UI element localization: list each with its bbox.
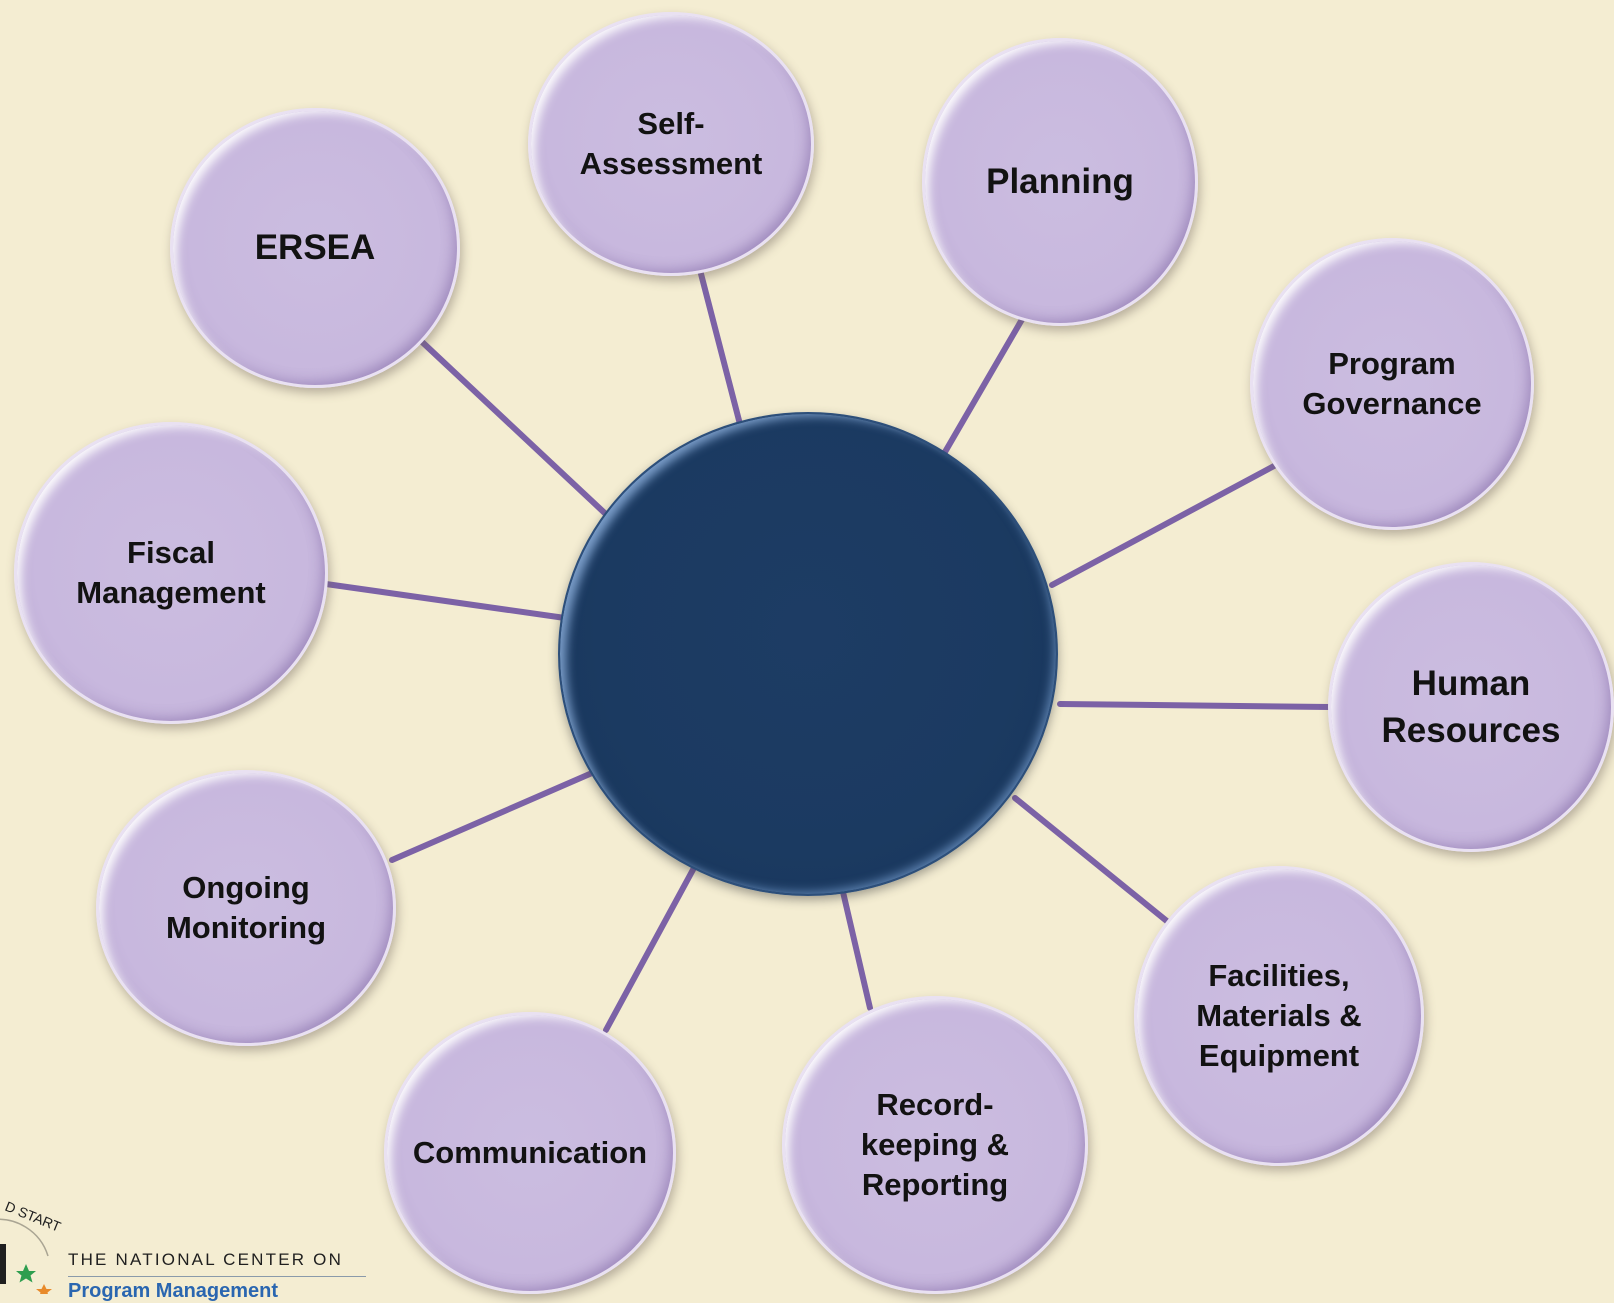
logo-line1: THE NATIONAL CENTER ON: [68, 1250, 344, 1269]
connector-communication: [603, 863, 698, 1033]
connector-facilities: [1012, 795, 1171, 925]
node-ersea: ERSEA: [170, 108, 460, 388]
node-ongoing-monitoring-label: Ongoing Monitoring: [165, 870, 327, 945]
node-ongoing-monitoring: Ongoing Monitoring: [96, 770, 396, 1046]
node-recordkeeping-reporting: Record- keeping & Reporting: [782, 996, 1088, 1294]
node-planning-label: Planning: [986, 162, 1134, 201]
node-facilities-materials-equipment: Facilities, Materials & Equipment: [1134, 866, 1424, 1166]
node-planning: Planning: [922, 38, 1198, 326]
node-fiscal-management-label: Fiscal Management: [76, 535, 266, 610]
node-human-resources-label: Human Resources: [1381, 664, 1561, 750]
connector-planning: [942, 313, 1027, 455]
connector-human-resources: [1057, 701, 1333, 710]
connector-program-governance: [1049, 463, 1277, 588]
seal-emblem: [0, 1244, 6, 1284]
green-star-icon: [16, 1264, 36, 1283]
node-self-assessment-label: Self- Assessment: [579, 106, 763, 181]
node-self-assessment: Self- Assessment: [528, 12, 814, 276]
seal-text-fragment: D START: [3, 1198, 64, 1235]
node-program-governance-label: Program Governance: [1302, 346, 1482, 421]
node-facilities-materials-equipment-label: Facilities, Materials & Equipment: [1196, 958, 1362, 1073]
center-hub: [558, 412, 1058, 896]
logo-divider: [68, 1276, 366, 1277]
connector-ersea: [417, 337, 613, 521]
seal-arc: [0, 1218, 49, 1257]
node-communication-label: Communication: [412, 1135, 648, 1171]
node-communication: Communication: [384, 1012, 676, 1294]
connector-self-assessment: [697, 267, 745, 435]
node-program-governance: Program Governance: [1250, 238, 1534, 530]
node-ersea-label: ERSEA: [254, 228, 376, 267]
node-recordkeeping-reporting-label: Record- keeping & Reporting: [860, 1087, 1010, 1202]
head-start-seal-logo: D START: [0, 1198, 64, 1294]
connector-ongoing-monitoring: [389, 770, 595, 863]
connector-recordkeeping: [840, 889, 873, 1011]
node-fiscal-management: Fiscal Management: [14, 422, 328, 724]
node-human-resources: Human Resources: [1328, 562, 1614, 852]
logo-line2: Program Management: [68, 1280, 279, 1302]
connector-fiscal-management: [323, 581, 568, 621]
orange-star-icon: [36, 1284, 52, 1294]
